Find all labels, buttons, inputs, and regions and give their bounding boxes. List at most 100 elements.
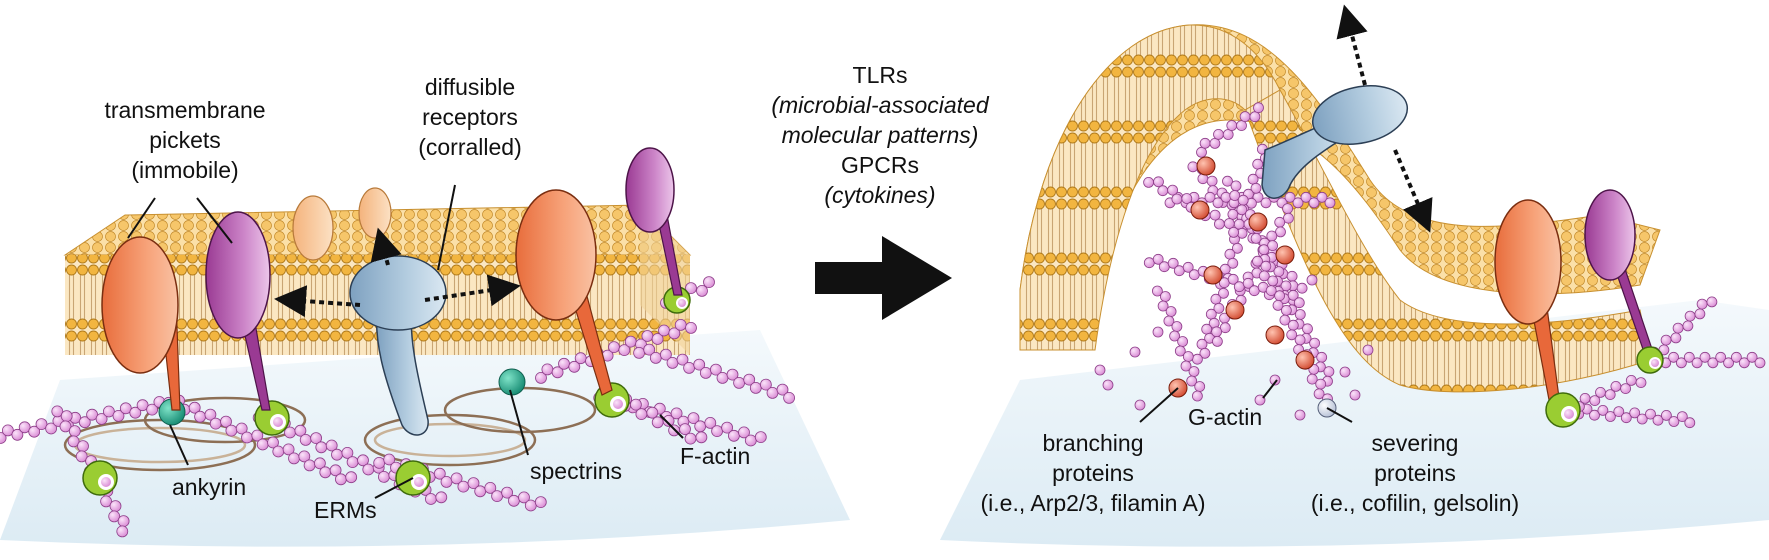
actin-bead — [760, 378, 772, 391]
actin-bead — [721, 421, 733, 434]
stimulus-text: TLRs (microbial-associated molecular pat… — [725, 60, 1035, 210]
actin-bead — [1209, 137, 1221, 149]
actin-bead — [319, 466, 332, 479]
picket-orange-2 — [515, 189, 613, 396]
actin-bead — [1660, 334, 1672, 346]
actin-bead — [1205, 308, 1217, 320]
actin-bead — [716, 371, 729, 384]
actin-bead — [204, 408, 217, 421]
actin-bead — [282, 443, 295, 456]
actin-bead — [608, 341, 620, 354]
actin-bead — [1227, 273, 1239, 285]
label-g-actin: G-actin — [1188, 404, 1263, 430]
actin-bead — [1274, 216, 1286, 228]
actin-bead — [1229, 190, 1241, 201]
label-erms: ERMs — [314, 497, 377, 523]
actin-bead — [1194, 381, 1206, 392]
actin-bead — [136, 399, 149, 412]
actin-bead — [1173, 265, 1185, 277]
actin-bead — [1227, 208, 1239, 220]
actin-bead — [1165, 306, 1177, 317]
actin-bead — [783, 391, 795, 404]
actin-bead — [754, 431, 767, 444]
actin-bead — [1706, 296, 1718, 308]
actin-bead — [1143, 257, 1155, 269]
diffusing-molecule — [292, 195, 334, 261]
actin-bead — [1213, 302, 1225, 314]
actin-bead — [1579, 392, 1591, 404]
actin-bead — [1252, 255, 1263, 267]
actin-bead — [1324, 197, 1336, 209]
actin-bead — [11, 428, 24, 441]
actin-bead — [474, 485, 487, 498]
left-floor — [0, 330, 850, 547]
actin-bead — [733, 376, 745, 389]
actin-bead — [738, 426, 750, 439]
actin-bead — [1233, 281, 1245, 293]
actin-bead — [694, 420, 707, 433]
actin-bead — [112, 409, 125, 422]
actin-bead — [1279, 314, 1291, 326]
actin-bead — [484, 481, 497, 494]
actin-bead — [1281, 304, 1292, 316]
actin-bead — [1306, 373, 1318, 385]
actin-bead — [1696, 298, 1708, 310]
actin-bead — [1242, 277, 1254, 289]
left-leader-lines — [127, 184, 684, 499]
g-actin-bead — [1152, 326, 1164, 338]
actin-bead — [1694, 308, 1706, 320]
actin-bead — [256, 438, 269, 451]
actin-bead — [1668, 351, 1679, 363]
actin-bead — [241, 431, 253, 444]
actin-bead — [1163, 315, 1175, 327]
actin-bead — [67, 435, 80, 448]
actin-bead — [1620, 383, 1631, 395]
actin-bead — [103, 405, 115, 418]
actin-bead — [1625, 374, 1637, 386]
actin-bead — [1754, 357, 1766, 369]
actin-bead — [1171, 193, 1183, 205]
right-panel — [940, 4, 1769, 547]
actin-bead — [1188, 269, 1200, 281]
actin-bead — [315, 441, 328, 454]
actin-bead — [541, 363, 554, 376]
right-leader-lines — [1139, 379, 1353, 423]
actin-bead — [1252, 158, 1264, 170]
actin-bead — [635, 408, 648, 421]
actin-bead — [346, 456, 359, 469]
actin-bead — [1232, 242, 1243, 254]
actin-bead — [1300, 191, 1312, 203]
actin-bead — [1157, 185, 1169, 197]
actin-bead — [435, 491, 448, 504]
actin-bead — [1213, 128, 1224, 140]
actin-bead — [666, 356, 679, 369]
actin-bead — [194, 410, 207, 423]
actin-bead — [766, 386, 779, 399]
actin-bead — [1293, 297, 1305, 309]
actin-bead — [1284, 191, 1296, 203]
actin-bead — [1273, 266, 1285, 278]
actin-bead — [574, 352, 587, 365]
actin-bead — [1267, 240, 1278, 252]
actin-bead — [303, 459, 316, 472]
actin-bead — [668, 327, 681, 340]
actin-bead — [696, 284, 708, 297]
actin-bead — [687, 412, 700, 425]
actin-bead — [1265, 285, 1277, 297]
actin-bead — [1635, 377, 1647, 389]
stimulus-line-cytokines: (cytokines) — [824, 182, 936, 208]
actin-bead — [524, 499, 537, 512]
actin-bead — [1258, 244, 1270, 256]
actin-bead — [660, 348, 672, 361]
actin-bead — [1683, 351, 1695, 363]
actin-bead — [643, 343, 656, 356]
actin-bead — [1636, 413, 1648, 425]
g-actin-bead — [1102, 379, 1114, 391]
actin-bead — [1249, 111, 1261, 123]
actin-bead — [377, 470, 390, 483]
actin-bead — [225, 424, 238, 437]
picket-orange-3 — [1494, 199, 1562, 406]
actin-bead — [1597, 404, 1609, 416]
label-transmembrane-pickets: transmembrane pickets (immobile) — [104, 97, 266, 183]
actin-bead — [1610, 380, 1622, 392]
